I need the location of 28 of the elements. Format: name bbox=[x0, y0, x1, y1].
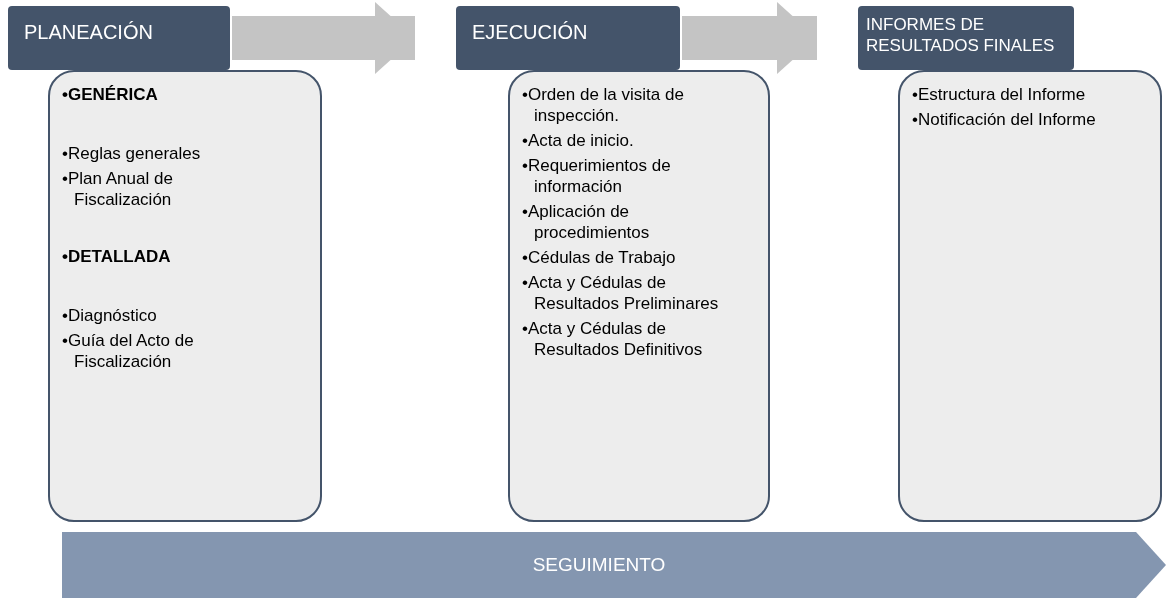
bullet-item: •DETALLADA bbox=[62, 246, 172, 267]
block-arrow bbox=[682, 2, 817, 74]
stage-title: PLANEACIÓN bbox=[24, 20, 154, 44]
bullet-item: •Requerimientos de información bbox=[522, 155, 672, 197]
bullet-item: •Estructura del Informe bbox=[912, 84, 1087, 105]
stage-header bbox=[8, 6, 230, 70]
bullet-item: •Diagnóstico bbox=[62, 305, 158, 326]
follow-up-band bbox=[62, 532, 1166, 598]
stage-card bbox=[898, 70, 1162, 522]
stage-card bbox=[508, 70, 770, 522]
bullet-item: •Aplicación de procedimientos bbox=[522, 201, 651, 243]
stage-header bbox=[456, 6, 680, 70]
bullet-item: •Acta y Cédulas de Resultados Preliminares bbox=[522, 272, 720, 314]
bullet-item: •Guía del Acto de Fiscalización bbox=[62, 330, 195, 372]
band-label: SEGUIMIENTO bbox=[531, 553, 667, 577]
bullet-item: •Cédulas de Trabajo bbox=[522, 247, 677, 268]
bullet-item: •GENÉRICA bbox=[62, 84, 159, 105]
bullet-item: •Orden de la visita de inspección. bbox=[522, 84, 685, 126]
stage-title: INFORMES DE RESULTADOS FINALES bbox=[866, 14, 1056, 56]
stage-header bbox=[858, 6, 1074, 70]
stage-card bbox=[48, 70, 322, 522]
bullet-item: •Acta y Cédulas de Resultados Definitivos bbox=[522, 318, 704, 360]
bullet-item: •Reglas generales bbox=[62, 143, 202, 164]
bullet-item: •Notificación del Informe bbox=[912, 109, 1097, 130]
bullet-item: •Acta de inicio. bbox=[522, 130, 635, 151]
stage-title: EJECUCIÓN bbox=[472, 20, 589, 44]
bullet-item: •Plan Anual de Fiscalización bbox=[62, 168, 174, 210]
block-arrow bbox=[232, 2, 415, 74]
